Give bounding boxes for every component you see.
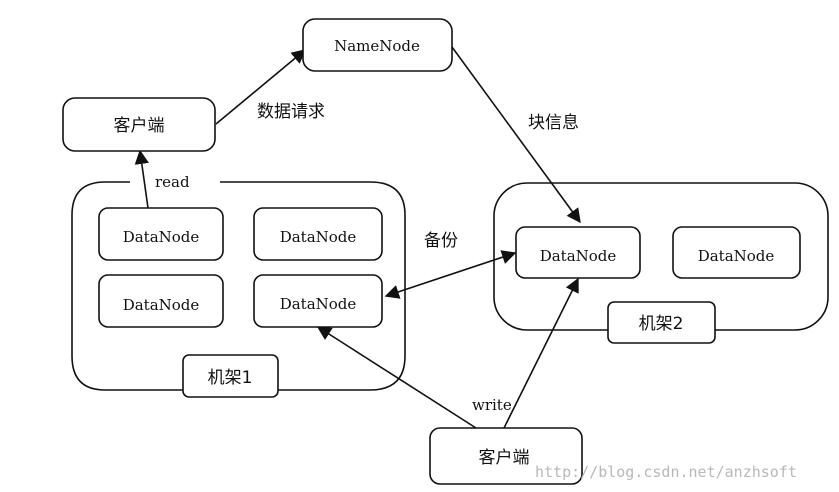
datanode-label: DataNode [123, 228, 200, 246]
backup-arrow [384, 250, 517, 299]
datanode-label: DataNode [280, 228, 357, 246]
namenode-label: NameNode [334, 37, 420, 55]
datanode-label: DataNode [540, 247, 617, 265]
datanode-label: DataNode [123, 296, 200, 314]
rack1-datanode-4: DataNode [253, 274, 383, 328]
backup-label: 备份 [424, 231, 458, 251]
block-info-arrow [451, 46, 581, 224]
rack2-label: 机架2 [639, 314, 684, 334]
namenode-box: NameNode [302, 18, 453, 72]
read-label: read [155, 173, 190, 191]
read-arrow [134, 149, 149, 209]
rack1-datanode-1: DataNode [98, 207, 224, 261]
write-arrow-rack2 [503, 277, 579, 429]
rack1-datanode-2: DataNode [253, 207, 383, 261]
rack2-datanode-1: DataNode [515, 226, 641, 279]
write-arrow-rack1 [316, 326, 477, 429]
rack2-datanode-2: DataNode [672, 226, 801, 279]
datanode-label: DataNode [280, 295, 357, 313]
datanode-label: DataNode [698, 247, 775, 265]
rack1-label: 机架1 [208, 368, 253, 388]
client-bottom-box: 客户端 [429, 427, 583, 485]
watermark-text: http://blog.csdn.net/anzhsoft [535, 463, 797, 481]
client-top-box: 客户端 [62, 97, 216, 152]
client-top-label: 客户端 [114, 116, 165, 136]
write-label: write [472, 396, 512, 414]
block-info-label: 块信息 [528, 113, 579, 133]
rack2-label-box: 机架2 [607, 301, 716, 344]
data-request-arrow [215, 49, 307, 125]
rack1-datanode-3: DataNode [98, 274, 224, 328]
rack1-label-box: 机架1 [182, 354, 279, 398]
data-request-label: 数据请求 [257, 102, 325, 122]
client-bottom-label: 客户端 [479, 448, 530, 468]
